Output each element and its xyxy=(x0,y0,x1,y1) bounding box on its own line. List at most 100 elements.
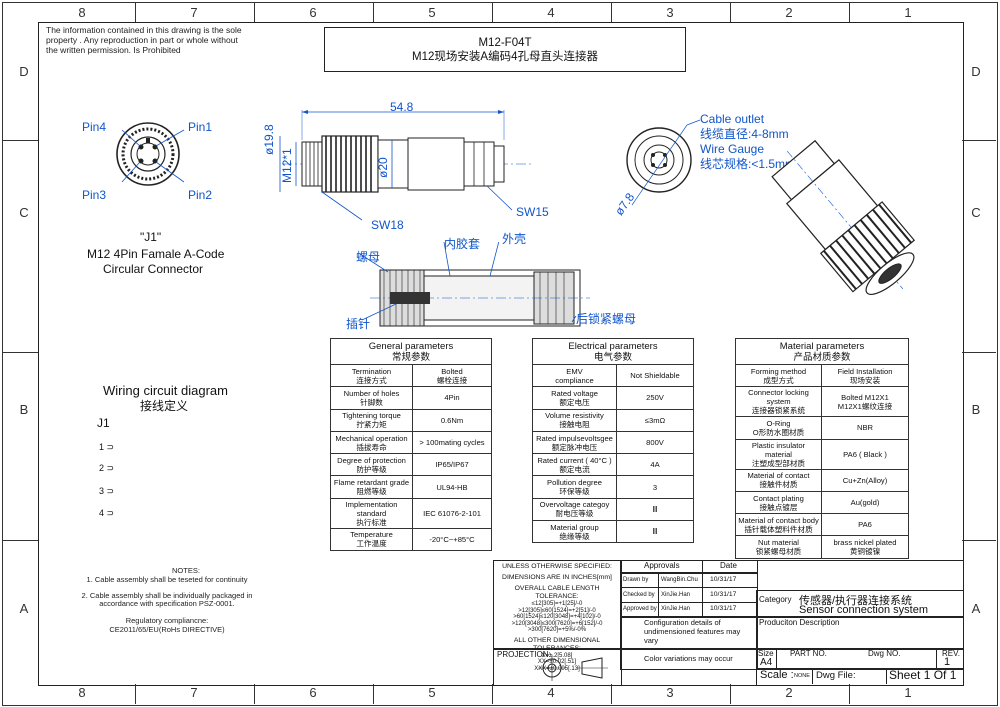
rear-lock-nut-label: 后锁紧螺母 xyxy=(576,312,637,326)
pin2-label: Pin2 xyxy=(188,188,213,202)
isometric-view xyxy=(771,139,916,295)
other-tolerance-1: X=±.2[5.08] xyxy=(541,652,573,659)
electrical-param-value: Ⅲ xyxy=(616,497,694,522)
general-param-value: IP65/IP67 xyxy=(412,453,492,477)
material-param-value: Cu+Zn(Alloy) xyxy=(821,468,909,492)
zone-tick-top xyxy=(135,3,136,22)
drawn-date: 10/31/17 xyxy=(710,576,737,583)
zone-column-label-top: 2 xyxy=(785,5,793,20)
approved-by-label: Approved by xyxy=(623,606,657,612)
cable-spec: Cable outlet 线缆直径:4-8mm Wire Gauge 线芯规格:… xyxy=(700,112,799,172)
tolerance-line-3: >60[1524]≤120[3048]=+4[102]/-0 xyxy=(513,614,601,620)
wiring-pin-2-number: 2 xyxy=(99,463,105,473)
inner-sleeve-label: 内胶套 xyxy=(444,237,481,251)
zone-column-label-bottom: 6 xyxy=(309,685,317,700)
zone-tick-top xyxy=(254,3,255,22)
general-param-value: 0.6Nm xyxy=(412,408,492,432)
side-view xyxy=(279,110,532,221)
part-name: M12现场安装A编码4孔母直头连接器 xyxy=(412,51,598,63)
tolerance-line-5: >300[7620]=+5%/-0% xyxy=(527,627,587,633)
zone-column-label-bottom: 7 xyxy=(190,685,198,700)
approved-by-name: XinJie.Han xyxy=(661,606,691,612)
zone-column-label-top: 6 xyxy=(309,5,317,20)
wiring-pin-1: 1 ⊃ xyxy=(99,442,114,453)
approvals-label: Approvals xyxy=(644,561,680,570)
wiring-pin-3-number: 3 xyxy=(99,486,105,496)
length-dimension: 54.8 xyxy=(390,100,414,114)
electrical-param-name: Rated current ( 40°C )额定电流 xyxy=(532,453,617,477)
size-label: Size xyxy=(758,649,774,658)
drawn-by-label: Drawn by xyxy=(623,577,649,583)
zone-tick-right xyxy=(962,540,996,541)
cable-diameter-range: 线缆直径:4-8mm xyxy=(700,127,789,141)
approved-date: 10/31/17 xyxy=(710,605,737,612)
sw18-label: SW18 xyxy=(371,218,404,232)
drawn-by-name: WangBin.Chu xyxy=(661,577,698,583)
zone-tick-top xyxy=(849,3,850,22)
zone-column-label-bottom: 1 xyxy=(904,685,912,700)
zone-tick-top xyxy=(373,3,374,22)
notes-block: NOTES: 1. Cable assembly shall be tesete… xyxy=(52,566,282,635)
sheet-label: Sheet 1 Of 1 xyxy=(889,668,957,682)
nut-label: 螺母 xyxy=(356,250,381,264)
rev-label: REV. xyxy=(942,649,960,658)
tolerance-line-2: >12[305]≤60[1524]=+2[51]/-0 xyxy=(518,607,596,614)
zone-column-label-top: 5 xyxy=(428,5,436,20)
checked-date: 10/31/17 xyxy=(710,591,737,598)
wire-gauge-label: Wire Gauge xyxy=(700,142,765,156)
tolerance-text: UNLESS OTHERWISE SPECIFIED: DIMENSIONS A… xyxy=(497,563,617,672)
diameter-20: ø20 xyxy=(376,157,390,178)
dims-in-inches: DIMENSIONS ARE IN INCHES[mm] xyxy=(502,574,612,581)
scale-label: Scale : xyxy=(760,669,794,681)
zone-column-label-bottom: 3 xyxy=(666,685,674,700)
zone-tick-bottom xyxy=(373,684,374,704)
sw15-label: SW15 xyxy=(516,205,549,219)
general-param-value: IEC 61076-2-101 xyxy=(412,497,492,529)
socket-icon: ⊃ xyxy=(106,463,115,473)
zone-row-label-left: C xyxy=(19,205,29,220)
cable-outlet-label: Cable outlet xyxy=(700,112,765,126)
socket-icon: ⊃ xyxy=(106,508,115,518)
cable-end-view xyxy=(626,119,701,206)
wiring-pin-4-number: 4 xyxy=(99,508,105,518)
color-cell xyxy=(620,648,758,670)
zone-tick-left xyxy=(3,352,38,353)
electrical-param-value: Not Shieldable xyxy=(616,363,694,388)
scale-value: NONE xyxy=(794,673,810,679)
electrical-param-value: 250V xyxy=(616,386,694,410)
date-label: Date xyxy=(720,561,737,570)
general-param-value: Bolted 螺栓连接 xyxy=(412,363,492,388)
note-1: 1. Cable assembly shall be teseted for c… xyxy=(86,574,248,584)
part-no-label: PART NO. xyxy=(790,649,827,658)
zone-tick-right xyxy=(962,352,996,353)
tolerance-line-1: ≤12[305]=+1[25]/-0 xyxy=(531,601,583,607)
electrical-param-value: 3 xyxy=(616,475,694,499)
zone-row-label-left: A xyxy=(19,601,29,616)
zone-tick-bottom xyxy=(254,684,255,704)
zone-tick-bottom xyxy=(730,684,731,704)
material-param-value: Au(gold) xyxy=(821,490,909,515)
zone-tick-top xyxy=(492,3,493,22)
wiring-pin-2: 2 ⊃ xyxy=(99,463,114,474)
